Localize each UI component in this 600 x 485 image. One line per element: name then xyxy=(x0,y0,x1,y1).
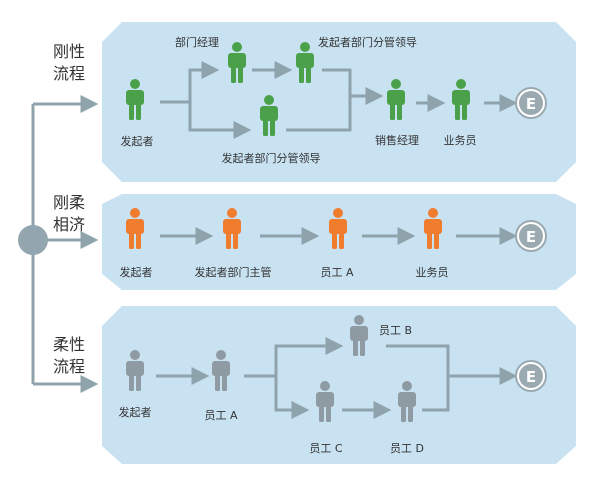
person-label: 员工 C xyxy=(309,442,343,455)
side-label-line: 刚柔 xyxy=(52,193,85,212)
side-label-line: 刚性 xyxy=(52,42,85,61)
end-letter: E xyxy=(526,95,536,113)
side-label-line: 流程 xyxy=(52,357,85,376)
rigid-panel xyxy=(102,22,576,182)
side-label-line: 相济 xyxy=(52,215,85,234)
side-label-rigid: 刚性 流程 xyxy=(47,41,91,85)
end-e-icon: E xyxy=(515,360,547,392)
person-label: 员工 D xyxy=(390,442,424,455)
person-label: 销售经理 xyxy=(375,134,419,147)
person-label: 业务员 xyxy=(415,266,449,279)
person-label: 员工 A xyxy=(320,266,354,279)
end-letter: E xyxy=(526,228,536,246)
person-label: 员工 B xyxy=(379,324,413,337)
person-label: 发起者 xyxy=(118,406,152,419)
flex-panel xyxy=(102,306,576,464)
side-label-line: 柔性 xyxy=(52,335,85,354)
end-letter: E xyxy=(526,368,536,386)
person-label: 发起者部门主管 xyxy=(194,266,272,279)
person-label: 发起者 xyxy=(119,266,153,279)
flex-arrows xyxy=(156,337,518,419)
person-label: 发起者部门分管领导 xyxy=(318,36,417,49)
side-label-mixed: 刚柔 相济 xyxy=(47,192,91,236)
person-label: 员工 A xyxy=(204,409,238,422)
side-label-flex: 柔性 流程 xyxy=(47,334,91,378)
person-label: 部门经理 xyxy=(175,36,219,49)
hub-circle xyxy=(18,225,48,255)
person-label: 发起者 xyxy=(120,135,154,148)
person-label: 发起者部门分管领导 xyxy=(221,152,321,165)
person-label: 业务员 xyxy=(443,134,477,147)
end-e-icon: E xyxy=(515,87,547,119)
side-label-line: 流程 xyxy=(52,64,85,83)
end-e-icon: E xyxy=(515,220,547,252)
rigid-arrows xyxy=(160,61,518,139)
